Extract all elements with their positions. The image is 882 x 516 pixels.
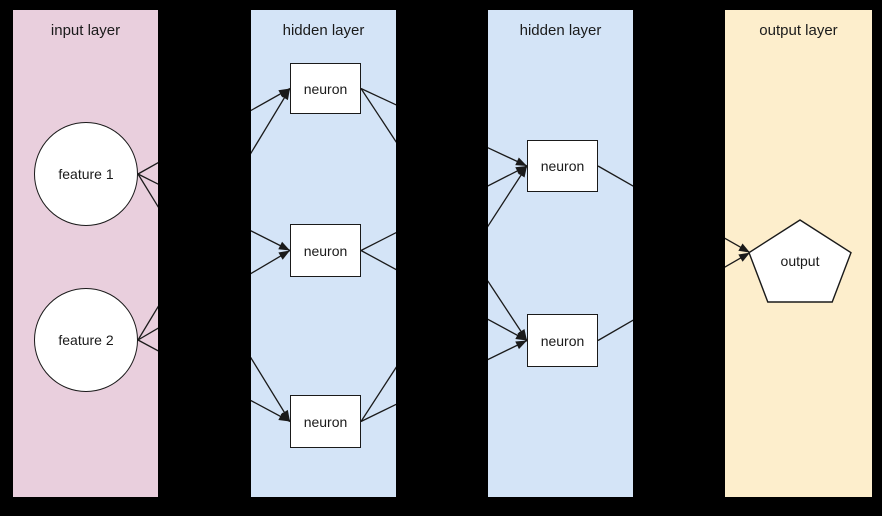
input-node-feature-1-label: feature 1 bbox=[58, 166, 114, 182]
hidden2-neuron-1-label: neuron bbox=[540, 158, 585, 174]
layer-title-input: input layer bbox=[50, 22, 121, 39]
hidden2-neuron-1[interactable]: neuron bbox=[527, 140, 598, 192]
hidden1-neuron-1-label: neuron bbox=[303, 80, 348, 97]
hidden1-neuron-2[interactable]: neuron bbox=[290, 224, 361, 277]
output-node-label: output bbox=[780, 253, 820, 269]
hidden1-neuron-3[interactable]: neuron bbox=[290, 395, 361, 448]
layer-panel-hidden-2[interactable]: hidden layer bbox=[488, 10, 633, 497]
hidden1-neuron-2-label: neuron bbox=[303, 242, 348, 259]
output-node[interactable]: output bbox=[748, 219, 852, 303]
layer-title-hidden-1: hidden layer bbox=[282, 22, 365, 39]
layer-panel-input[interactable]: input layer bbox=[13, 10, 158, 497]
hidden2-neuron-2-label: neuron bbox=[540, 332, 585, 349]
input-node-feature-2[interactable]: feature 2 bbox=[34, 288, 138, 392]
input-node-feature-2-label: feature 2 bbox=[58, 332, 114, 348]
hidden1-neuron-1[interactable]: neuron bbox=[290, 63, 361, 114]
hidden2-neuron-2[interactable]: neuron bbox=[527, 314, 598, 367]
input-node-feature-1[interactable]: feature 1 bbox=[34, 122, 138, 226]
hidden1-neuron-3-label: neuron bbox=[303, 413, 348, 430]
pentagon-icon bbox=[748, 219, 852, 303]
layer-title-output: output layer bbox=[759, 22, 838, 39]
layer-title-hidden-2: hidden layer bbox=[519, 22, 602, 39]
